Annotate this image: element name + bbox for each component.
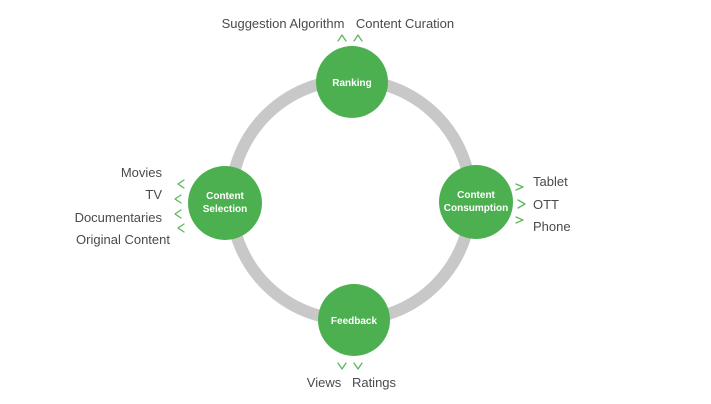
node-content-consumption: Content Consumption <box>439 165 513 239</box>
chevron-left-icon <box>174 194 182 204</box>
node-content-consumption-label-line1: Content <box>457 190 495 201</box>
chevron-right-icon <box>517 199 526 209</box>
chevron-down-icon <box>353 362 363 370</box>
label-tv: TV <box>145 187 162 202</box>
label-movies: Movies <box>121 165 163 180</box>
label-tablet: Tablet <box>533 174 568 189</box>
label-content-curation: Content Curation <box>356 16 454 31</box>
chevron-up-icon <box>353 34 363 42</box>
node-ranking-label: Ranking <box>332 78 371 89</box>
chevron-right-icon <box>515 183 524 191</box>
chevron-right-icon <box>515 216 524 224</box>
label-ott: OTT <box>533 197 559 212</box>
node-content-selection-label-line1: Content <box>206 191 244 202</box>
chevron-left-icon <box>174 209 182 219</box>
chevron-down-icon <box>337 362 347 370</box>
label-original-content: Original Content <box>76 232 170 247</box>
label-ratings: Ratings <box>352 375 397 390</box>
label-views: Views <box>307 375 342 390</box>
node-content-selection: Content Selection <box>188 166 262 240</box>
node-content-consumption-label-line2: Consumption <box>444 203 508 214</box>
chevron-up-icon <box>337 34 347 42</box>
chevron-left-icon <box>177 223 185 233</box>
node-ranking: Ranking <box>316 46 388 118</box>
node-feedback-label: Feedback <box>331 316 378 327</box>
chevron-left-icon <box>177 179 185 189</box>
label-suggestion-algorithm: Suggestion Algorithm <box>222 16 345 31</box>
node-feedback: Feedback <box>318 284 390 356</box>
label-documentaries: Documentaries <box>75 210 163 225</box>
label-phone: Phone <box>533 219 571 234</box>
node-content-selection-label-line2: Selection <box>203 204 247 215</box>
